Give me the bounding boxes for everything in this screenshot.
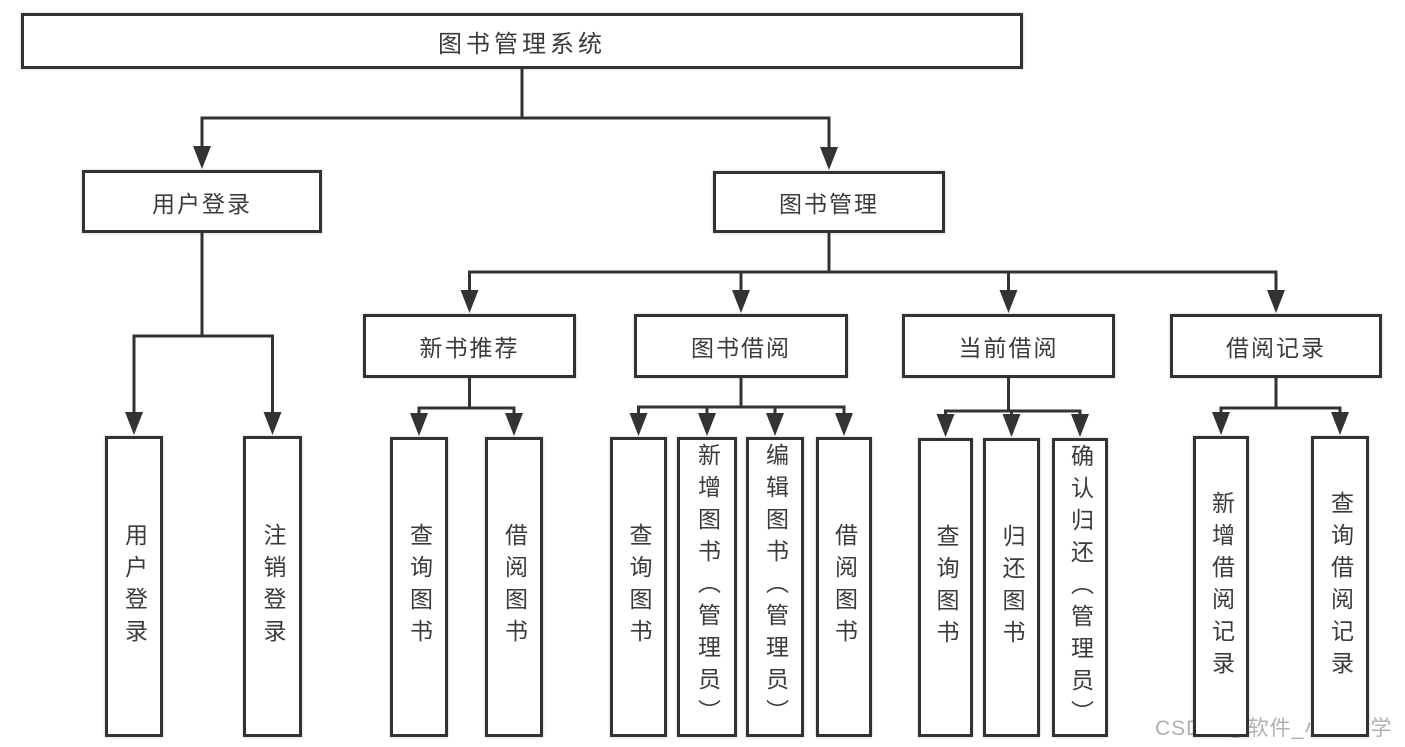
label-system-root: 图书管理系统	[438, 30, 606, 58]
arrowhead-query-books-rec	[410, 413, 428, 436]
arrowhead-book-borrowing	[732, 290, 750, 313]
arrowhead-return-books	[1002, 414, 1021, 437]
label-query-books-borrow: 查询图书	[626, 523, 652, 651]
arrowhead-borrow-books-borrow	[835, 413, 853, 436]
arrowhead-new-book-recommendation	[460, 290, 479, 313]
arrowhead-current-borrowing	[999, 290, 1018, 313]
arrowhead-query-borrow-record	[1331, 412, 1349, 435]
label-query-books-current: 查询图书	[933, 523, 959, 652]
box-current-borrowing: 当前借阅	[902, 314, 1115, 378]
label-book-management: 图书管理	[779, 191, 879, 217]
arrowhead-book-management	[820, 147, 838, 170]
box-confirm-return-admin: 确认归还（管理员）	[1052, 438, 1108, 737]
box-logout-action: 注销登录	[243, 436, 302, 737]
box-query-borrow-record: 查询借阅记录	[1311, 436, 1369, 737]
label-user-login: 用户登录	[152, 190, 252, 217]
box-return-books: 归还图书	[983, 438, 1040, 737]
box-query-books-rec: 查询图书	[390, 437, 448, 737]
label-confirm-return-admin: 确认归还（管理员）	[1067, 443, 1094, 732]
arrowhead-user-login-action	[125, 412, 143, 435]
label-edit-books-admin: 编辑图书（管理员）	[762, 443, 789, 731]
label-current-borrowing: 当前借阅	[958, 335, 1059, 361]
box-new-book-recommendation: 新书推荐	[363, 314, 576, 378]
label-logout-action: 注销登录	[260, 522, 286, 651]
label-borrow-books-borrow: 借阅图书	[831, 523, 858, 651]
box-borrow-books-rec: 借阅图书	[485, 437, 543, 737]
label-borrow-books-rec: 借阅图书	[501, 523, 528, 651]
arrowhead-borrowing-records	[1267, 290, 1285, 313]
arrowhead-user-login	[193, 146, 211, 169]
arrowhead-confirm-return-admin	[1071, 414, 1089, 437]
label-query-books-rec: 查询图书	[406, 523, 433, 651]
label-add-borrow-record: 新增借阅记录	[1208, 490, 1235, 683]
arrowhead-add-books-admin	[698, 413, 716, 436]
box-user-login-action: 用户登录	[105, 436, 163, 737]
arrowhead-borrow-books-rec	[505, 413, 523, 436]
box-query-books-borrow: 查询图书	[610, 437, 667, 737]
box-query-books-current: 查询图书	[918, 438, 973, 737]
arrowhead-edit-books-admin	[766, 413, 784, 436]
arrowhead-add-borrow-record	[1212, 412, 1230, 435]
label-return-books: 归还图书	[999, 523, 1025, 652]
box-system-root: 图书管理系统	[21, 13, 1023, 69]
box-edit-books-admin: 编辑图书（管理员）	[746, 437, 804, 737]
box-borrow-books-borrow: 借阅图书	[816, 437, 872, 737]
arrowhead-query-books-borrow	[629, 413, 648, 436]
label-query-borrow-record: 查询借阅记录	[1327, 490, 1354, 683]
label-user-login-action: 用户登录	[121, 522, 148, 651]
arrowhead-logout-action	[263, 412, 282, 435]
label-borrowing-records: 借阅记录	[1226, 335, 1326, 361]
box-add-borrow-record: 新增借阅记录	[1193, 436, 1249, 737]
label-book-borrowing: 图书借阅	[691, 335, 791, 361]
box-book-management: 图书管理	[713, 171, 945, 233]
arrowhead-query-books-current	[936, 414, 955, 437]
label-add-books-admin: 新增图书（管理员）	[694, 443, 721, 731]
box-book-borrowing: 图书借阅	[634, 314, 848, 378]
label-new-book-recommendation: 新书推荐	[419, 335, 520, 361]
box-borrowing-records: 借阅记录	[1170, 314, 1382, 378]
box-add-books-admin: 新增图书（管理员）	[677, 437, 737, 737]
box-user-login: 用户登录	[82, 170, 322, 233]
